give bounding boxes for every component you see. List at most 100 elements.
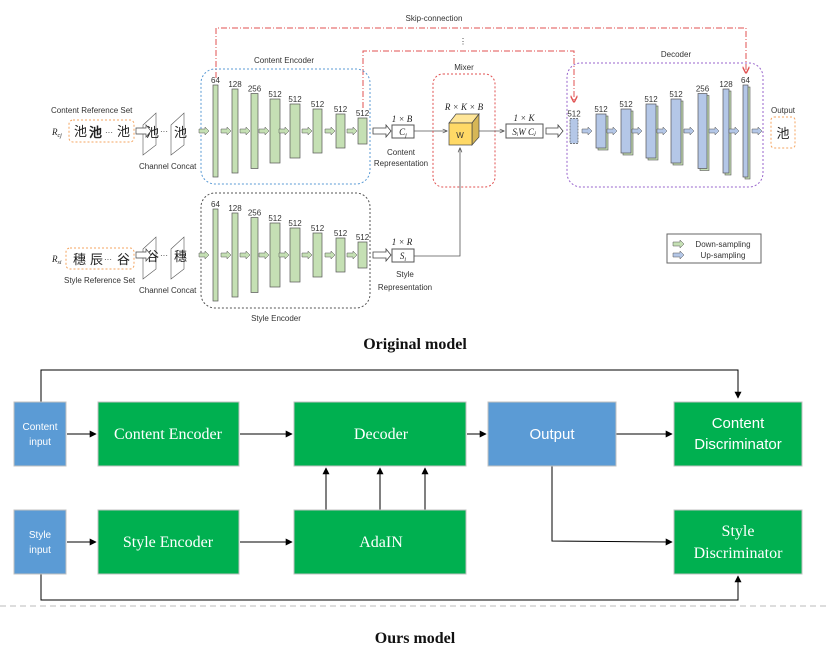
style-representation-label-1: Style [396, 270, 414, 279]
encoder-channel-label: 512 [268, 214, 282, 223]
sampling-arrow-icon [198, 126, 210, 136]
sampling-arrow-icon [258, 250, 270, 260]
style-discriminator-label-1: Style [722, 523, 755, 540]
content-reference-set: Content Reference Set Rcj 池 池 ··· 池 [51, 106, 135, 143]
content-input-label-2: input [29, 437, 51, 448]
legend-up-sampling: Up-sampling [701, 251, 746, 260]
sampling-arrow-icon [631, 126, 643, 136]
encoder-channel-label: 512 [356, 233, 370, 242]
sampling-arrow-icon [708, 126, 720, 136]
ours-model: Content input Content Encoder Decoder Ou… [0, 369, 830, 647]
mixer-output-formula: SᵢW Cⱼ [512, 127, 537, 137]
decoder-layer-block [620, 108, 632, 154]
channel-concat-label-style: Channel Concat [139, 286, 197, 295]
decoder-layer-block [722, 88, 730, 174]
skip-connection-label: Skip-connection [406, 14, 463, 23]
hollow-arrow-icon [135, 248, 152, 262]
concat-sheet [142, 112, 157, 156]
decoder-layer-block [670, 98, 682, 164]
encoder-layer-block [231, 88, 239, 174]
style-encoder-box [97, 509, 240, 575]
style-discriminator-box [673, 509, 803, 575]
style-input-label-1: Style [29, 530, 52, 541]
sampling-arrow-icon [258, 126, 270, 136]
content-input-box [13, 401, 67, 467]
encoder-channel-label: 512 [311, 224, 325, 233]
encoder-layer-block [357, 117, 368, 145]
style-representation-box [391, 248, 415, 263]
decoder-channel-label: 512 [567, 110, 581, 119]
output-to-style-discriminator-arrow [551, 466, 673, 546]
style-to-mixer-arrow [414, 148, 460, 257]
concat-char: 穗 [174, 250, 187, 265]
encoder-channel-label: 512 [356, 109, 370, 118]
sampling-arrow-icon [301, 250, 313, 260]
mixer-title: Mixer [454, 63, 474, 72]
style-ref-ellipsis: ··· [104, 255, 112, 264]
mixer-border [432, 73, 496, 188]
content-representation-dim: 1 × B [392, 114, 413, 124]
original-output: Output 池 [770, 106, 796, 149]
content-ref-char-1: 池 [74, 125, 87, 140]
encoder-channel-label: 64 [211, 76, 220, 85]
encoder-layer-block [335, 113, 346, 149]
decoder-layer-block [595, 113, 607, 149]
decoder-node: Decoder [293, 401, 467, 467]
concat-sheet [170, 236, 185, 280]
down-sampling-arrow-icon [672, 239, 685, 249]
style-reference-symbol: Rsi [51, 254, 62, 266]
channel-concat-label-content: Channel Concat [139, 162, 197, 171]
content-reference-symbol: Rcj [51, 127, 62, 139]
content-encoder-node: Content Encoder [97, 401, 240, 467]
style-representation-symbol: Si [400, 251, 407, 263]
sampling-arrow-icon [278, 126, 290, 136]
decoder-border [566, 62, 764, 188]
channel-concat-style: 谷穗··· [135, 236, 187, 280]
encoder-layer-block [231, 212, 239, 298]
weight-cube-label: W [456, 131, 464, 140]
encoder-layer-block [212, 208, 219, 302]
output-box [770, 116, 796, 149]
content-input-node: Content input [13, 401, 67, 467]
output-box [487, 401, 617, 467]
content-encoder-box [97, 401, 240, 467]
skip-connections: Skip-connection ⋮ [215, 14, 746, 108]
legend-box [666, 233, 762, 264]
style-input-node: Style input [13, 509, 67, 575]
content-discriminator-node: Content Discriminator [673, 401, 803, 467]
style-ref-char-3: 谷 [117, 253, 130, 268]
content-discriminator-box [673, 401, 803, 467]
adain-label: AdaIN [359, 534, 403, 551]
content-ref-char-3: 池 [117, 125, 130, 140]
decoder-layer-block [645, 103, 657, 159]
concat-sheet [142, 236, 157, 280]
style-encoder-title: Style Encoder [251, 314, 301, 323]
encoder-channel-label: 512 [288, 219, 302, 228]
content-ref-char-2: 池 [89, 125, 102, 141]
sampling-arrow-icon [683, 126, 695, 136]
content-representation: 1 × B Cj Content Representation [372, 114, 447, 168]
encoder-channel-label: 512 [334, 229, 348, 238]
encoder-channel-label: 128 [228, 204, 242, 213]
decoder-layer-block [569, 118, 579, 144]
decoder-channel-label: 512 [594, 105, 608, 114]
sampling-arrow-icon [301, 126, 313, 136]
style-discriminator-node: Style Discriminator [673, 509, 803, 575]
sampling-arrow-icon [324, 250, 336, 260]
encoder-channel-label: 512 [311, 100, 325, 109]
hollow-arrow-icon [372, 123, 392, 139]
style-representation-dim: 1 × R [392, 237, 413, 247]
style-encoder-label: Style Encoder [123, 534, 214, 551]
content-representation-label-1: Content [387, 148, 416, 157]
sampling-arrow-icon [346, 126, 358, 136]
content-representation-box [391, 124, 415, 139]
hollow-arrow-icon [545, 123, 564, 139]
decoder-channel-label: 512 [619, 100, 633, 109]
mixer: Mixer R × K × B W 1 × K SᵢW Cⱼ [432, 63, 564, 188]
skip-line-outer [215, 27, 746, 78]
style-reference-box [65, 247, 135, 270]
decoder-layer-block [742, 84, 749, 178]
style-ref-char-1: 穗 [73, 253, 86, 268]
